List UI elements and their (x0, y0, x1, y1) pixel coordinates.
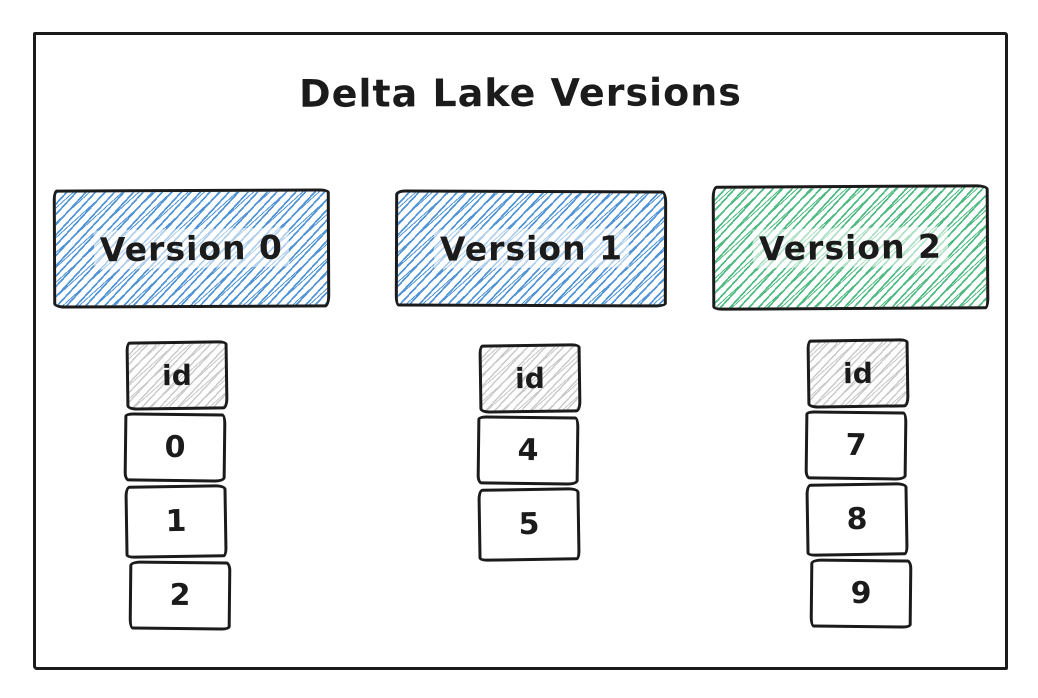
version-0-box: Version 0 (52, 188, 331, 309)
version-1-id-cell: 5 (477, 487, 581, 562)
version-0-id-header-cell: id (125, 340, 229, 411)
version-0-id-cell: 1 (124, 484, 228, 559)
version-1-box: Version 1 (394, 189, 668, 308)
version-2-box: Version 2 (711, 184, 990, 311)
version-1-id-header-cell: id (478, 343, 582, 414)
version-1-label: Version 1 (433, 228, 629, 269)
version-1-id-cell: 4 (476, 415, 580, 486)
version-2-id-header-cell: id (806, 338, 910, 409)
version-0-id-cell: 0 (123, 412, 227, 483)
version-1-table: id 4 5 (476, 343, 582, 562)
diagram-title: Delta Lake Versions (299, 70, 742, 116)
version-2-id-cell: 8 (805, 482, 909, 557)
version-0-id-cell: 2 (128, 560, 232, 631)
outer-frame: Delta Lake Versions Version 0 id 0 1 2 V… (33, 32, 1008, 670)
version-2-table: id 7 8 9 (804, 338, 913, 629)
version-0-label: Version 0 (93, 227, 290, 270)
version-2-label: Version 2 (752, 226, 949, 269)
version-2-id-cell: 9 (809, 558, 913, 629)
version-2-id-cell: 7 (804, 410, 908, 481)
version-0-table: id 0 1 2 (123, 340, 232, 631)
